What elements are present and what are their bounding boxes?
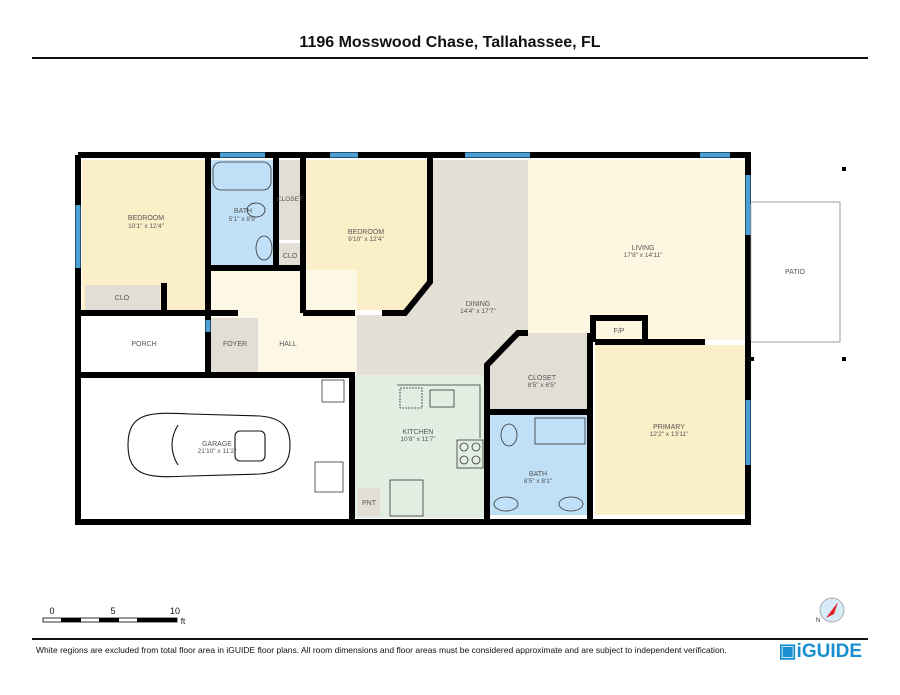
rect-shape	[99, 618, 119, 622]
scale-unit: ft	[181, 617, 186, 626]
rect-shape	[61, 618, 81, 622]
fridge-icon	[389, 479, 424, 517]
toilet-icon	[246, 202, 266, 218]
room-fp	[595, 320, 643, 340]
stove-icon	[456, 439, 484, 469]
car-icon	[127, 412, 291, 478]
scale-bar: 0 5 10 ft	[42, 606, 186, 626]
rect-shape	[750, 357, 754, 361]
room-foyer	[205, 318, 258, 373]
room-bath2	[489, 413, 592, 515]
compass-north-label: N	[816, 618, 820, 624]
path-shape	[127, 412, 291, 478]
sink-icon	[255, 235, 273, 261]
bedroom1-name: BEDROOM	[128, 215, 164, 222]
bathtub-icon	[212, 161, 272, 191]
patio-markers	[750, 167, 846, 361]
room-closet2	[487, 333, 592, 412]
foyer-name: FOYER	[223, 341, 247, 348]
circle-shape	[471, 442, 481, 452]
room-clo2	[277, 243, 301, 269]
room-clo1	[85, 285, 160, 311]
living-dims: 17'8" x 14'11"	[624, 252, 663, 259]
scale-tick-10: 10	[170, 606, 180, 616]
circle-shape	[459, 455, 469, 465]
clo2-name: CLO	[283, 253, 298, 260]
sink3-icon	[558, 496, 584, 512]
toilet2-icon	[500, 423, 518, 447]
fp-name: F/P	[614, 328, 625, 335]
primary-name: PRIMARY	[653, 424, 685, 431]
kitchen-dims: 10'8" x 11'7"	[400, 436, 436, 443]
garage-name: GARAGE	[202, 441, 232, 448]
windows	[75, 152, 751, 465]
patio-name: PATIO	[785, 269, 806, 276]
bath2-dims: 8'5" x 8'1"	[524, 478, 553, 485]
polyline-shape	[382, 155, 433, 316]
iguide-logo: ▣iGUIDE	[779, 640, 862, 663]
polyline-shape	[484, 330, 528, 522]
sink2-icon	[493, 496, 519, 512]
room-porch	[82, 318, 205, 372]
dishwasher-icon	[399, 387, 423, 409]
water-heater-icon	[314, 461, 344, 493]
kitchen-sink-icon	[429, 389, 455, 408]
closet1-name: CLOSET	[277, 196, 303, 203]
pantry-name: PNT	[362, 500, 377, 507]
iguide-box-icon: ▣	[778, 641, 797, 662]
clo1-name: CLO	[115, 295, 130, 302]
bath1-name: BATH	[234, 208, 252, 215]
closet2-dims: 8'5" x 6'5"	[528, 382, 557, 389]
page-title: 1196 Mosswood Chase, Tallahassee, FL	[299, 34, 601, 51]
polyline-shape	[590, 315, 648, 342]
bedroom1-dims: 10'1" x 12'4"	[128, 223, 164, 230]
room-bath1	[210, 160, 276, 268]
compass-icon: N	[816, 597, 845, 624]
kitchen-counter	[397, 384, 481, 438]
bath1-dims: 5'1" x 8'9"	[229, 216, 258, 223]
g-shape	[127, 161, 752, 517]
closet2-name: CLOSET	[528, 375, 557, 382]
scale-tick-5: 5	[110, 606, 115, 616]
bedroom2-dims: 9'10" x 12'4"	[348, 236, 384, 243]
garage-box	[321, 379, 345, 403]
room-living	[528, 160, 745, 340]
dining-name: DINING	[466, 301, 491, 308]
dining-dims: 14'4" x 17'7"	[460, 308, 496, 315]
rect-shape	[842, 357, 846, 361]
room-primary	[595, 345, 745, 515]
bath2-name: BATH	[529, 471, 547, 478]
hall-name: HALL	[279, 341, 297, 348]
primary-dims: 12'2" x 13'11"	[650, 431, 689, 438]
kitchen-name: KITCHEN	[403, 429, 434, 436]
title-divider	[32, 57, 868, 59]
living-name: LIVING	[632, 245, 655, 252]
rect-shape	[137, 618, 177, 622]
circle-shape	[471, 455, 481, 465]
room-garage	[82, 378, 352, 518]
scale-tick-0: 0	[49, 606, 54, 616]
porch-name: PORCH	[131, 341, 156, 348]
rect-shape	[234, 430, 266, 462]
garage-dims: 21'10" x 11'2"	[198, 448, 237, 455]
rect-shape	[842, 167, 846, 171]
room-dining	[357, 160, 528, 375]
room-closet1	[277, 160, 302, 240]
disclaimer-text: White regions are excluded from total fl…	[36, 645, 727, 655]
circle-shape	[459, 442, 469, 452]
path-shape	[171, 424, 179, 466]
room-pantry	[358, 488, 380, 516]
iguide-brand-text: iGUIDE	[796, 641, 862, 662]
footer-divider	[32, 638, 868, 640]
shower-icon	[534, 417, 586, 445]
polygon-shape	[826, 602, 838, 618]
bedroom2-name: BEDROOM	[348, 229, 384, 236]
